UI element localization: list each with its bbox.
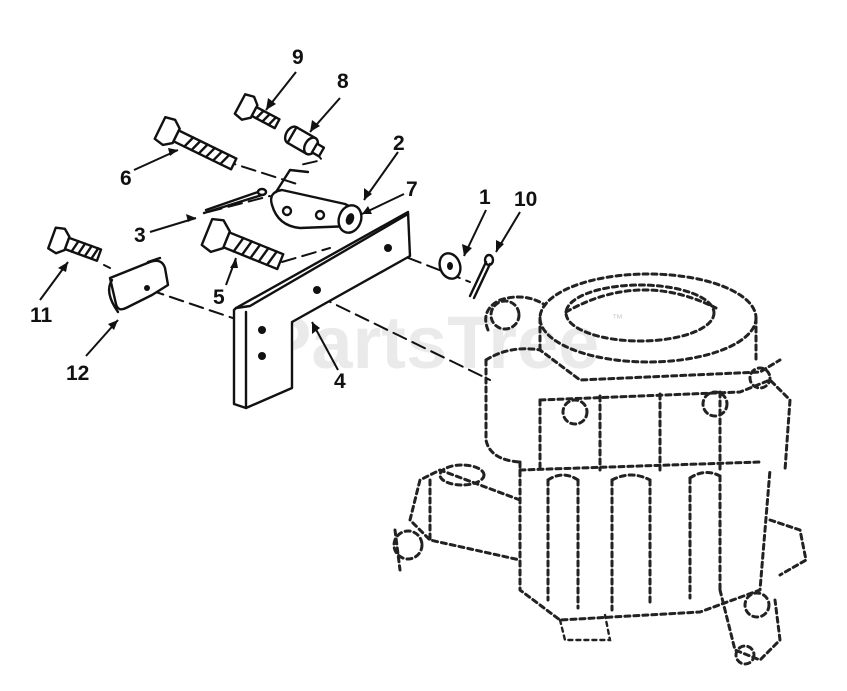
hex-bolt-5 xyxy=(200,217,285,271)
callout-3: 3 xyxy=(134,224,146,247)
callout-10: 10 xyxy=(514,188,537,211)
spacer-8 xyxy=(283,125,326,158)
callout-9: 9 xyxy=(292,46,304,69)
callout-1: 1 xyxy=(479,186,491,209)
leaders xyxy=(39,71,521,371)
hex-bolt-11 xyxy=(47,226,103,262)
callout-7: 7 xyxy=(406,178,418,201)
callout-6: 6 xyxy=(120,167,132,190)
cotter-pin-3 xyxy=(202,187,268,215)
watermark-text: PartsTree xyxy=(262,301,599,384)
cotter-pin-10 xyxy=(468,253,495,300)
hex-bolt-6 xyxy=(153,116,238,171)
bushing-7 xyxy=(337,204,363,234)
watermark-trademark: ™ xyxy=(612,313,623,325)
callout-5: 5 xyxy=(213,286,225,309)
bracket-4 xyxy=(232,210,412,410)
callout-8: 8 xyxy=(337,70,349,93)
callout-labels: 1 2 3 4 5 6 7 8 9 10 11 12 xyxy=(30,46,537,393)
callout-11: 11 xyxy=(30,304,53,327)
callout-12: 12 xyxy=(66,362,89,385)
clip-12 xyxy=(107,256,170,314)
washer-1 xyxy=(438,252,462,280)
carburetor xyxy=(392,272,808,666)
hex-bolt-9 xyxy=(233,93,281,130)
callout-4: 4 xyxy=(334,370,346,393)
callout-2: 2 xyxy=(393,132,405,155)
